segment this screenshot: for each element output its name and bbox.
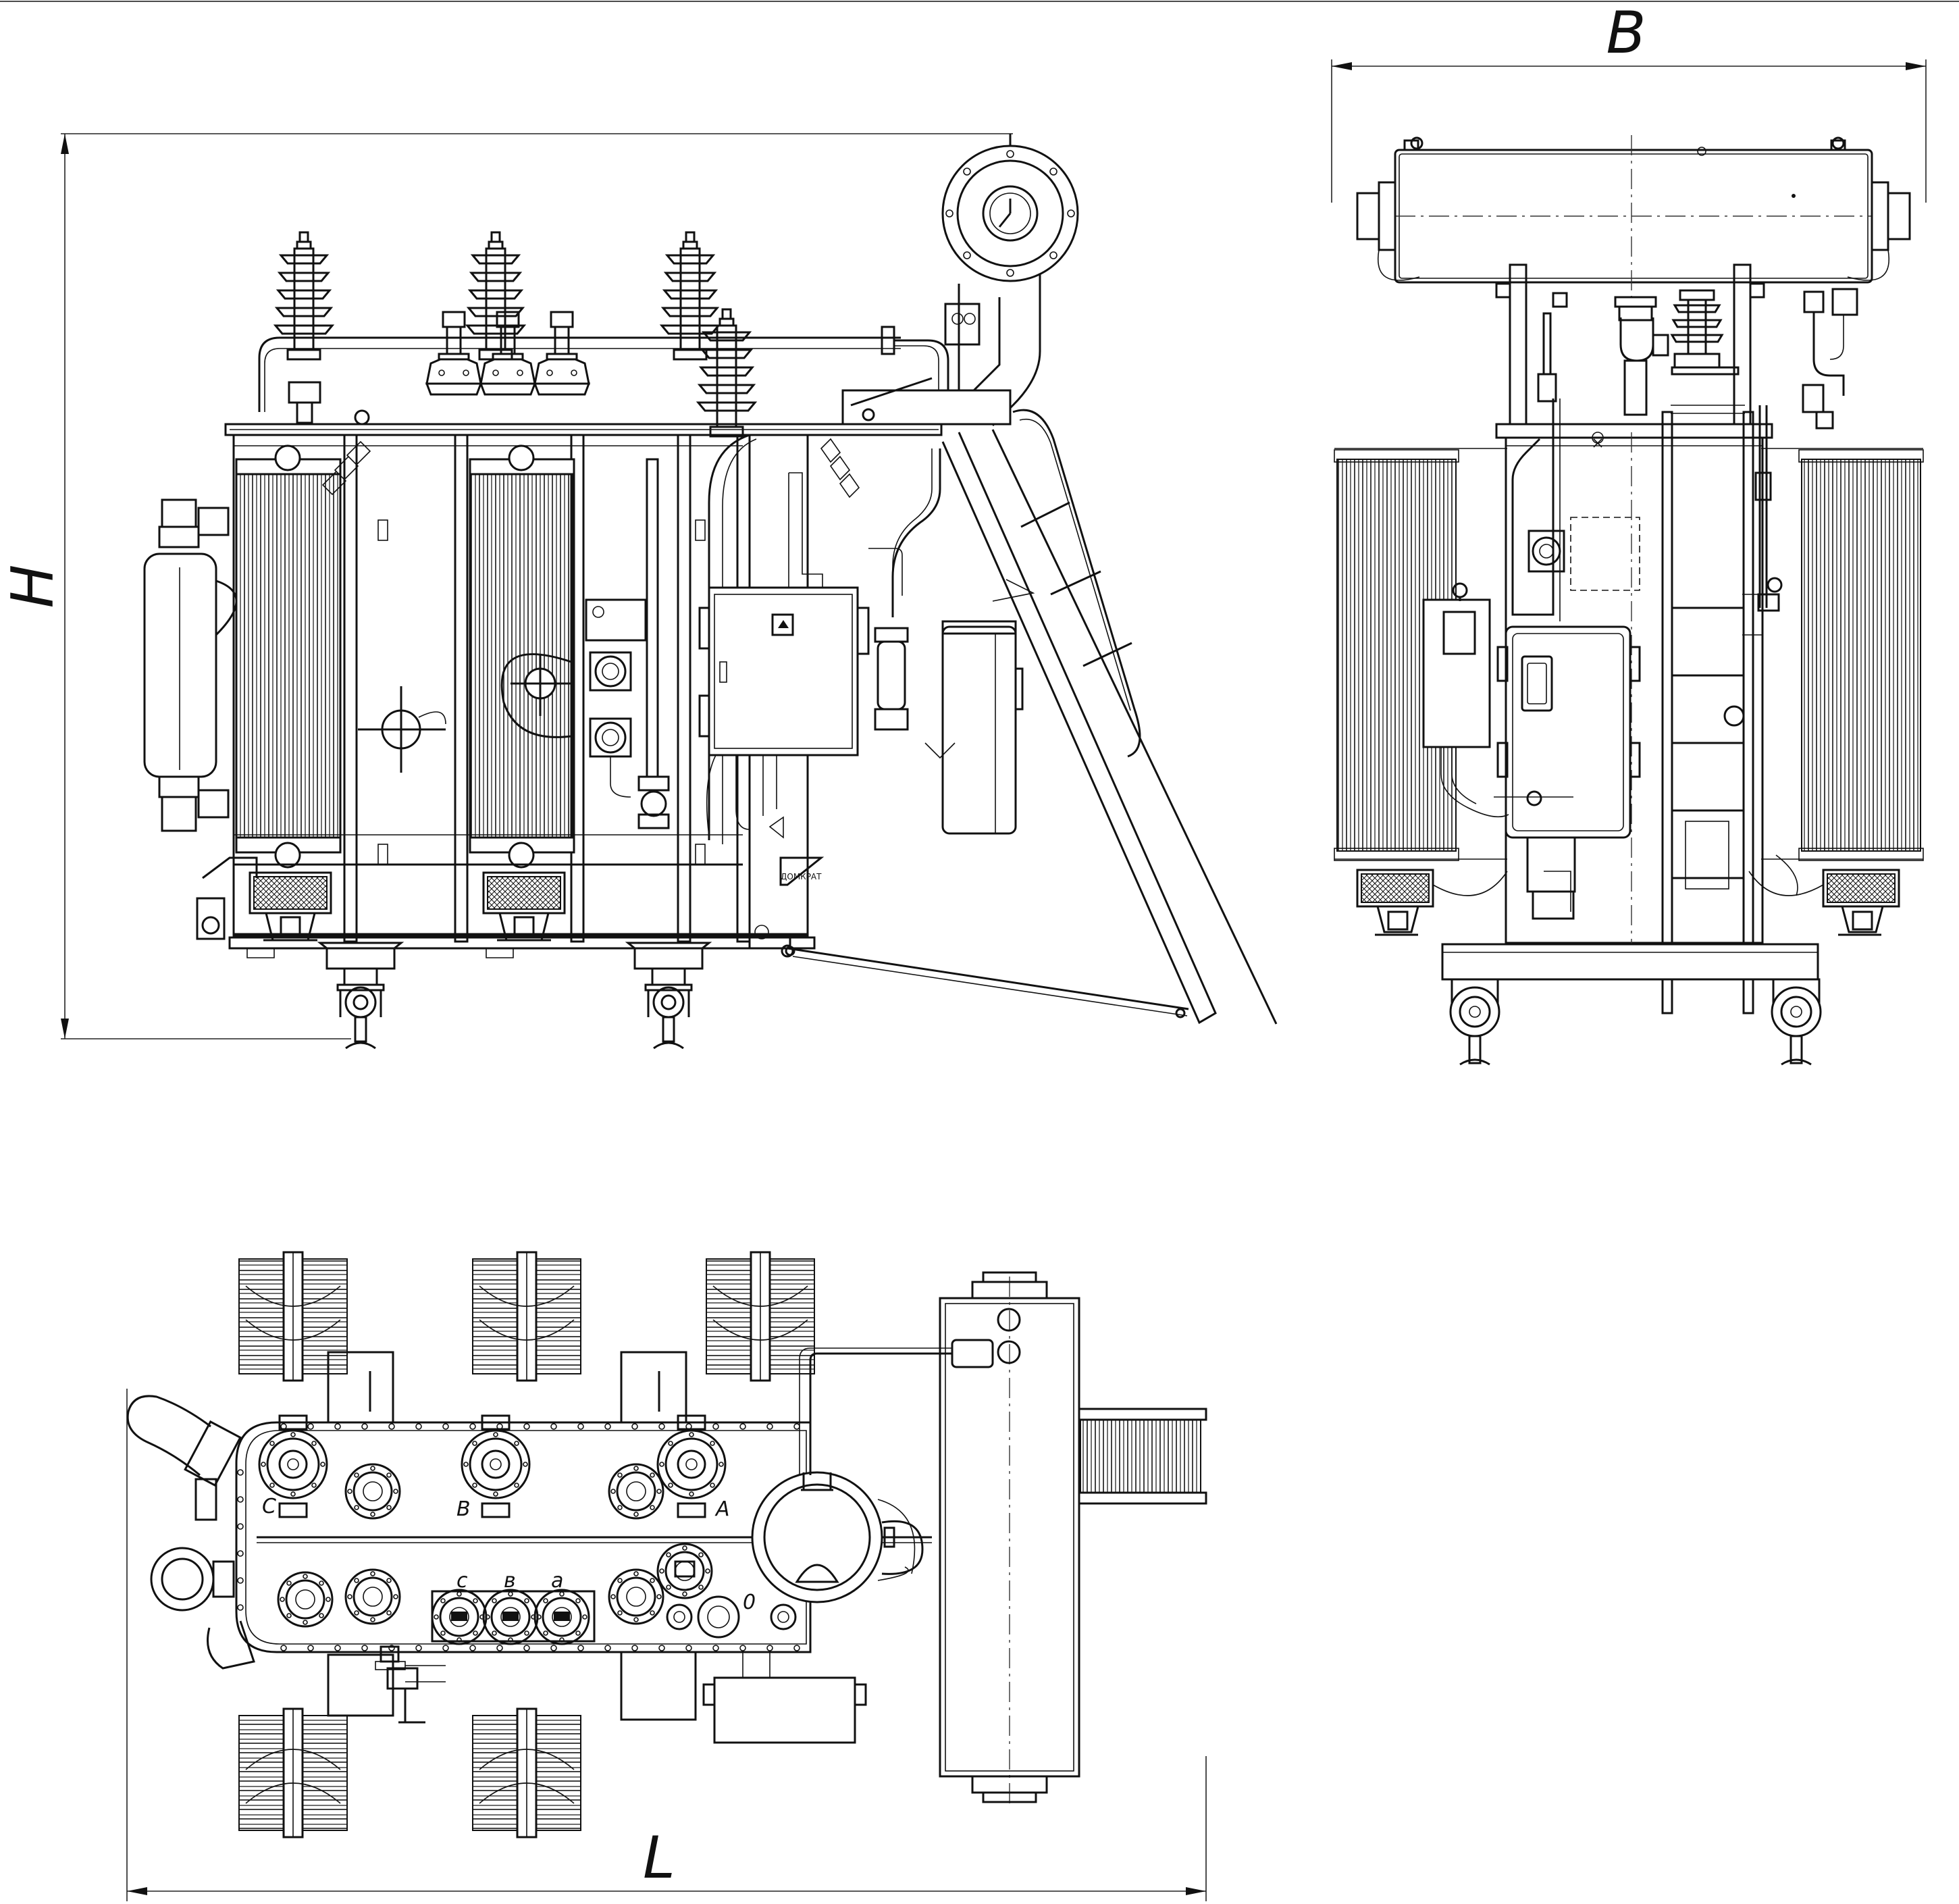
ladder-icon bbox=[785, 409, 1278, 1025]
dimension-label-l: L bbox=[643, 1824, 675, 1892]
gauge-icon bbox=[589, 651, 632, 758]
bushing-icon bbox=[697, 308, 756, 438]
length-dimension: L bbox=[126, 1389, 1207, 1904]
dimension-label-b: B bbox=[1607, 0, 1646, 67]
jack-label: ДОМКРАТ bbox=[781, 872, 822, 881]
fan-icon bbox=[482, 871, 566, 942]
bushing-icon bbox=[479, 311, 536, 396]
radiator-icon bbox=[238, 1251, 348, 1382]
hv-label-c: C bbox=[262, 1495, 276, 1518]
ladder-icon bbox=[1078, 1408, 1207, 1505]
neutral-label: 0 bbox=[743, 1591, 756, 1614]
radiator-icon bbox=[469, 444, 575, 869]
conservator-icon bbox=[143, 498, 238, 832]
wheel-icon bbox=[319, 942, 402, 1050]
gauge-icon bbox=[1527, 530, 1565, 573]
fan-icon bbox=[1356, 869, 1508, 936]
radiator-icon bbox=[705, 1251, 816, 1382]
bushing-icon bbox=[1670, 289, 1724, 369]
dimension-label-h: H bbox=[0, 565, 67, 609]
front-view: H bbox=[0, 133, 1278, 1050]
hv-label-a: A bbox=[714, 1497, 730, 1521]
radiator-icon bbox=[471, 1251, 582, 1382]
ladder-icon bbox=[1661, 411, 1763, 1014]
height-dimension: H bbox=[0, 133, 1013, 1039]
radiator-icon bbox=[235, 444, 342, 869]
fan-icon bbox=[249, 871, 332, 942]
plan-view: L C B A bbox=[126, 1251, 1207, 1904]
wheel-icon bbox=[627, 942, 710, 1050]
width-dimension: B bbox=[1331, 0, 1927, 203]
control-cabinet-icon bbox=[1422, 582, 1641, 839]
conservator-icon bbox=[1356, 135, 1911, 297]
wheel-icon bbox=[1449, 978, 1500, 1066]
bushing-icon bbox=[425, 311, 482, 396]
hv-label-b: B bbox=[456, 1497, 471, 1521]
lv-label-c: c bbox=[456, 1569, 468, 1593]
side-view: B bbox=[1331, 0, 1927, 1066]
conservator-icon bbox=[841, 134, 1079, 427]
radiator-icon bbox=[471, 1707, 582, 1838]
radiator-icon bbox=[238, 1707, 348, 1838]
conservator-icon bbox=[799, 1271, 1080, 1803]
control-cabinet-icon bbox=[698, 586, 870, 837]
fan-icon bbox=[1748, 869, 1900, 936]
radiator-icon bbox=[1761, 448, 1924, 861]
valve-icon bbox=[358, 686, 446, 773]
bushing-icon bbox=[274, 231, 334, 361]
lv-label-b: в bbox=[504, 1569, 516, 1593]
lv-label-a: a bbox=[551, 1569, 563, 1593]
valve-icon bbox=[511, 654, 571, 716]
bushing-icon bbox=[533, 311, 590, 396]
wheel-icon bbox=[1771, 978, 1822, 1066]
